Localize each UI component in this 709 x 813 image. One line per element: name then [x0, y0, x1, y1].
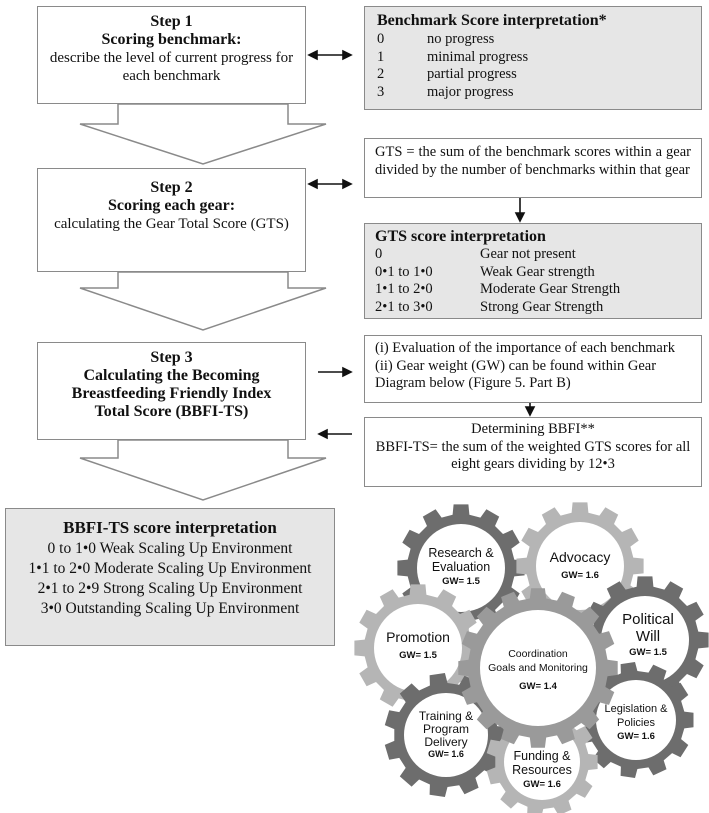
gear-funding-gw: GW= 1.6 — [523, 779, 561, 790]
score-label: Gear not present — [480, 246, 576, 262]
step1-subtitle: Scoring benchmark: — [101, 31, 242, 48]
score-label: Moderate Gear Strength — [480, 281, 621, 297]
evaluation-line-1: (i) Evaluation of the importance of each… — [375, 340, 675, 356]
gear-coordination-label-2: Goals and Monitoring — [488, 662, 588, 674]
step3-title: Step 3 — [150, 349, 193, 366]
score-label: major progress — [427, 83, 514, 100]
gts-definition: GTS = the sum of the benchmark scores wi… — [375, 144, 691, 178]
bbfi-title: Determining BBFI** — [471, 421, 595, 437]
score-label: no progress — [427, 31, 495, 47]
gts-row: 2•1 to 3•0 Strong Gear Strength — [375, 299, 691, 317]
gear-funding-label-2: Resources — [512, 763, 572, 777]
score-key: 0 — [377, 31, 385, 47]
score-key: 1•1 to 2•0 — [375, 281, 433, 297]
step2-box: Step 2 Scoring each gear: calculating th… — [37, 168, 306, 272]
bbfi-box: Determining BBFI** BBFI-TS= the sum of t… — [364, 417, 702, 487]
step2-subtitle: Scoring each gear: — [107, 197, 236, 214]
gts-definition-box: GTS = the sum of the benchmark scores wi… — [364, 138, 702, 198]
gts-row: 0•1 to 1•0 Weak Gear strength — [375, 264, 691, 282]
gear-research-center — [417, 524, 505, 612]
gear-funding-center — [504, 724, 580, 800]
step3-subtitle: Calculating the Becoming Breastfeeding F… — [71, 367, 272, 420]
bbfi-ts-line: 1•1 to 2•0 Moderate Scaling Up Environme… — [28, 560, 312, 577]
gts-title: GTS score interpretation — [375, 228, 546, 245]
gear-legislation-label-2: Policies — [617, 717, 655, 729]
step2-text: calculating the Gear Total Score (GTS) — [54, 216, 289, 232]
gear-funding-label-1: Funding & — [514, 749, 572, 763]
gear-coordination-gw: GW= 1.4 — [519, 681, 557, 692]
gear-advocacy-label: Advocacy — [550, 549, 611, 565]
gts-interpretation-box: GTS score interpretation 0 Gear not prese… — [364, 223, 702, 319]
bbfi-ts-line: 3•0 Outstanding Scaling Up Environment — [40, 600, 300, 617]
gear-training-label-1: Training & — [419, 709, 473, 723]
score-key: 1 — [377, 48, 385, 65]
gear-research-gw: GW= 1.5 — [442, 576, 480, 587]
gear-training — [384, 673, 508, 797]
gts-row: 0 Gear not present — [375, 246, 691, 264]
step2-title: Step 2 — [150, 179, 193, 196]
gear-research-label-1: Research & — [428, 546, 494, 560]
step1-title: Step 1 — [150, 13, 193, 30]
gear-coordination — [458, 588, 618, 748]
gear-coordination-label-1: Coordination — [508, 648, 568, 660]
step1-text: describe the level of current progress f… — [49, 50, 294, 84]
score-label: Strong Gear Strength — [480, 298, 604, 315]
gear-legislation-gw: GW= 1.6 — [617, 731, 655, 742]
gear-training-label-2: Program — [423, 722, 469, 736]
gear-promotion — [354, 584, 482, 712]
benchmark-title: Benchmark Score interpretation* — [377, 12, 607, 29]
gear-promotion-label: Promotion — [386, 629, 450, 645]
score-label: Weak Gear strength — [480, 263, 595, 280]
benchmark-box: Benchmark Score interpretation* 0 no prog… — [364, 6, 702, 110]
score-key: 0 — [375, 246, 383, 262]
gear-promotion-center — [374, 604, 462, 692]
score-key: 2•1 to 3•0 — [375, 298, 433, 315]
bbfi-ts-line: 0 to 1•0 Weak Scaling Up Environment — [47, 540, 293, 557]
gear-legislation-center — [596, 680, 676, 760]
bbfi-text: BBFI-TS= the sum of the weighted GTS sco… — [375, 438, 691, 473]
gear-political-label-1: Political — [622, 611, 674, 628]
score-key: 0•1 to 1•0 — [375, 263, 433, 280]
score-label: minimal progress — [427, 48, 529, 65]
evaluation-line-2: (ii) Gear weight (GW) can be found withi… — [375, 357, 657, 392]
gear-research-label-2: Evaluation — [432, 560, 490, 574]
benchmark-row: 2 partial progress — [377, 66, 689, 84]
gear-training-gw: GW= 1.6 — [428, 749, 464, 759]
gear-training-label-3: Delivery — [424, 735, 467, 749]
benchmark-row: 1 minimal progress — [377, 49, 689, 67]
gear-promotion-gw: GW= 1.5 — [399, 650, 437, 661]
gear-coordination-center — [480, 610, 596, 726]
score-label: partial progress — [427, 66, 517, 82]
gear-political-gw: GW= 1.5 — [629, 647, 667, 658]
benchmark-row: 3 major progress — [377, 84, 689, 102]
gear-legislation-label-1: Legislation & — [605, 703, 669, 715]
gear-training-center — [404, 693, 488, 777]
gts-row: 1•1 to 2•0 Moderate Gear Strength — [375, 281, 691, 299]
score-key: 2 — [377, 66, 385, 82]
step1-box: Step 1 Scoring benchmark: describe the l… — [37, 6, 306, 104]
bbfi-ts-line: 2•1 to 2•9 Strong Scaling Up Environment — [37, 580, 303, 597]
bbfi-ts-interpretation-box: BBFI-TS score interpretation 0 to 1•0 We… — [5, 508, 335, 646]
bbfi-ts-title: BBFI-TS score interpretation — [63, 518, 277, 537]
step3-box: Step 3 Calculating the Becoming Breastfe… — [37, 342, 306, 440]
score-key: 3 — [377, 83, 385, 100]
gear-advocacy-gw: GW= 1.6 — [561, 570, 599, 581]
gear-advocacy-center — [536, 522, 624, 610]
gear-political-center — [601, 596, 689, 684]
gear-political-label-2: Will — [636, 628, 660, 645]
evaluation-box: (i) Evaluation of the importance of each… — [364, 335, 702, 403]
benchmark-row: 0 no progress — [377, 31, 689, 49]
